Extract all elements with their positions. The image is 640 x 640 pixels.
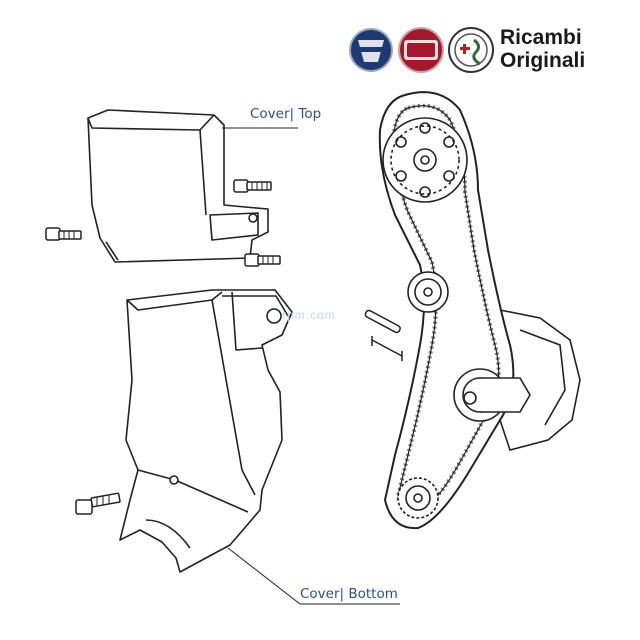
bolt-left: [45, 227, 82, 241]
watermark: rpm.com: [282, 308, 336, 322]
brand-wordmark: Ricambi Originali: [500, 26, 585, 72]
bolt-lower-left: [75, 492, 121, 515]
callout-cover-bottom: Cover| Bottom: [300, 586, 398, 602]
fiat-logo: [398, 27, 444, 73]
brand-line-1: Ricambi: [500, 26, 582, 49]
bottom-cover-part: [119, 289, 293, 573]
lancia-logo: [349, 28, 393, 72]
bolt-upper-right: [233, 179, 272, 193]
callout-cover-top: Cover| Top: [250, 106, 322, 122]
callout-lines: [222, 127, 400, 605]
dowel-pin: [364, 309, 403, 361]
timing-belt-assembly: [378, 91, 581, 530]
alfa-romeo-logo: [448, 27, 494, 73]
top-cover-part: [87, 109, 269, 263]
bolt-middle: [244, 253, 281, 267]
brand-line-2: Originali: [500, 49, 586, 72]
